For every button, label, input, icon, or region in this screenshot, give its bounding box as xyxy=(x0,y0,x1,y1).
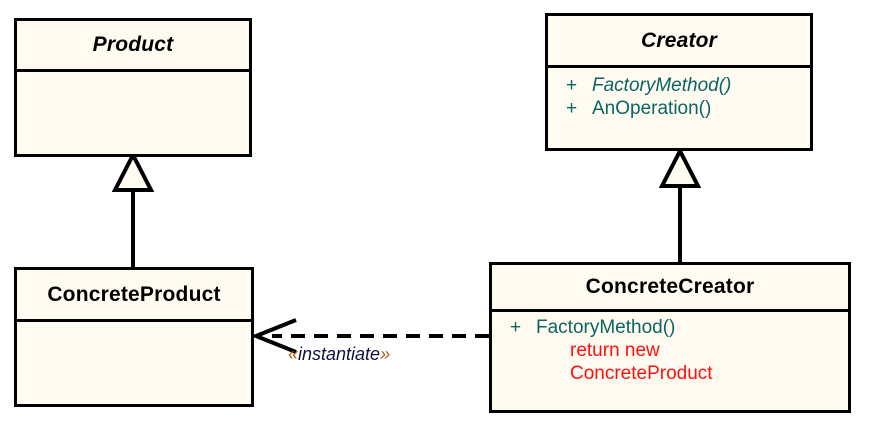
class-name-concrete-creator: ConcreteCreator xyxy=(492,265,848,312)
class-members-product xyxy=(17,72,249,154)
guillemet-close: » xyxy=(380,344,391,364)
class-name-concrete-product: ConcreteProduct xyxy=(17,270,251,322)
member-visibility: + xyxy=(510,317,522,338)
dependency-label-instantiate: «instantiate» xyxy=(288,344,390,365)
member-visibility: + xyxy=(566,98,578,120)
member-row: + FactoryMethod() xyxy=(492,316,848,339)
class-box-concrete-product[interactable]: ConcreteProduct xyxy=(14,267,254,407)
dependency-instantiate xyxy=(250,318,489,354)
member-row: + FactoryMethod() xyxy=(548,74,810,97)
class-members-concrete-creator: + FactoryMethod() return new ConcretePro… xyxy=(492,312,848,410)
guillemet-open: « xyxy=(288,344,299,364)
class-box-product[interactable]: Product xyxy=(14,18,252,157)
class-members-creator: + FactoryMethod() + AnOperation() xyxy=(548,68,810,148)
member-code-line: ConcreteProduct xyxy=(570,363,713,385)
class-members-concrete-product xyxy=(17,322,251,404)
class-box-concrete-creator[interactable]: ConcreteCreator + FactoryMethod() return… xyxy=(489,262,851,413)
class-box-creator[interactable]: Creator + FactoryMethod() + AnOperation(… xyxy=(545,13,813,151)
member-name: FactoryMethod() xyxy=(592,75,732,96)
member-name: AnOperation() xyxy=(592,98,712,120)
dependency-label-text: instantiate xyxy=(298,344,381,364)
class-name-creator: Creator xyxy=(548,16,810,68)
dependency-open-arrowhead xyxy=(250,318,297,354)
member-visibility: + xyxy=(566,75,578,96)
generalization-concreteproduct-to-product xyxy=(111,150,155,268)
member-name: FactoryMethod() xyxy=(536,317,676,338)
generalization-triangle-creator xyxy=(658,146,702,188)
class-name-product: Product xyxy=(17,21,249,72)
member-row: + AnOperation() xyxy=(548,97,810,120)
member-code-line: return new xyxy=(570,340,660,362)
generalization-concretecreator-to-creator xyxy=(658,146,702,263)
generalization-triangle-product xyxy=(111,150,155,192)
